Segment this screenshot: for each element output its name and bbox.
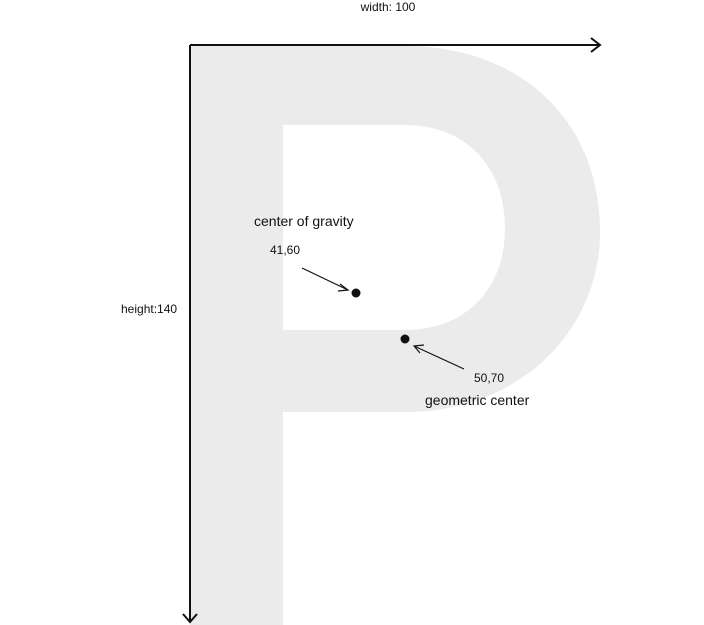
center-of-gravity-arrowhead — [337, 283, 350, 292]
geometric-center-arrow — [413, 345, 465, 370]
center-of-gravity-dot — [351, 288, 361, 298]
geometric-center-arrowhead — [412, 344, 425, 354]
center-of-gravity-coords: 41,60 — [270, 243, 300, 257]
geometric-center-label: geometric center — [425, 392, 530, 408]
height-label: height:140 — [121, 302, 177, 316]
center-of-gravity-arrow — [301, 267, 349, 291]
geometric-center-dot — [400, 334, 410, 344]
width-axis-arrowhead — [590, 37, 602, 53]
center-of-gravity-label: center of gravity — [254, 213, 354, 229]
letter-p-glyph — [190, 46, 600, 625]
width-label: width: 100 — [360, 0, 416, 14]
geometric-center-coords: 50,70 — [474, 371, 504, 385]
height-axis-arrowhead — [182, 613, 198, 624]
